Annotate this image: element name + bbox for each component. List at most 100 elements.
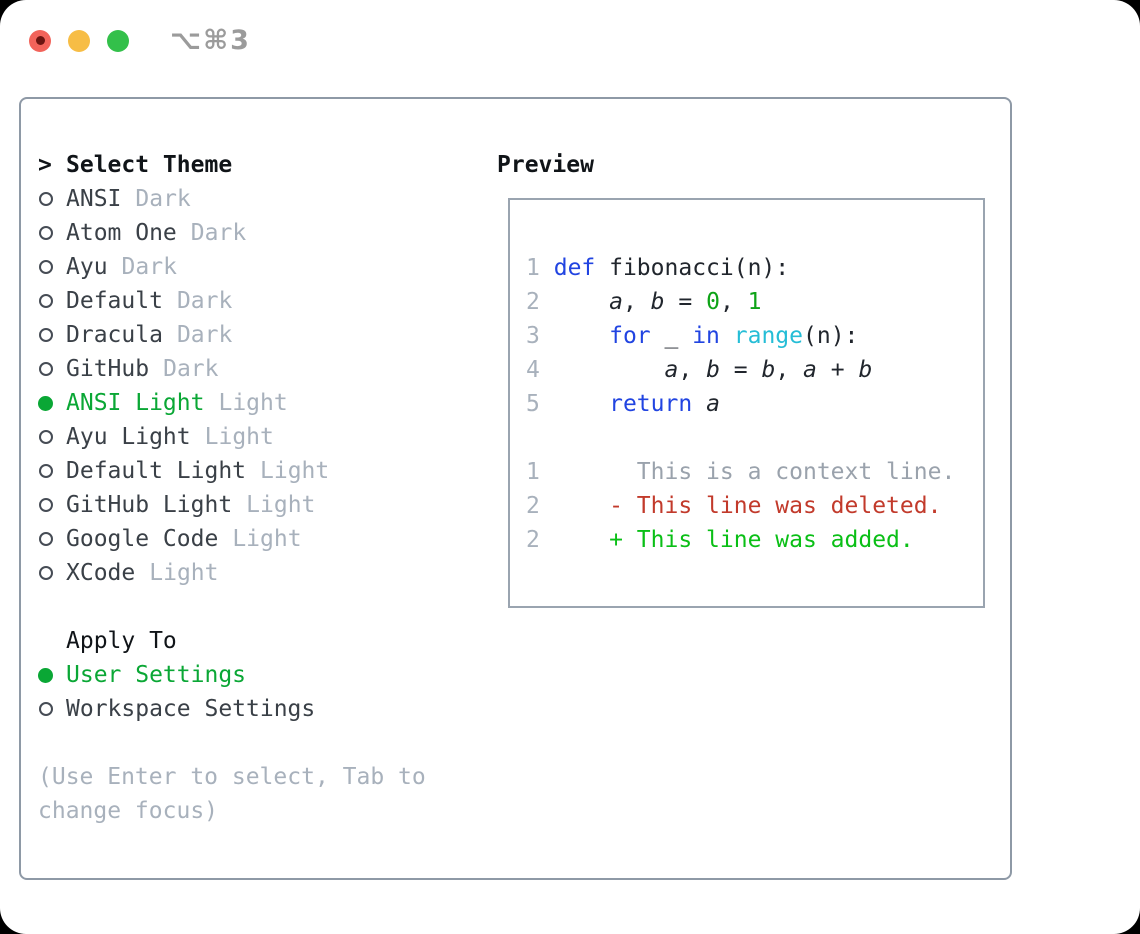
close-button[interactable] bbox=[29, 29, 51, 52]
theme-variant: Dark bbox=[176, 322, 233, 348]
radio-icon[interactable] bbox=[39, 328, 53, 342]
code-token: (n): bbox=[803, 323, 859, 349]
code-token: in bbox=[692, 323, 720, 349]
code-token: fibonacci(n): bbox=[595, 255, 790, 281]
apply-to-label: User Settings bbox=[66, 662, 247, 688]
code-token: = bbox=[664, 289, 707, 315]
line-number: 2 bbox=[526, 527, 540, 553]
record-dot-icon bbox=[35, 36, 45, 45]
code-token: a bbox=[803, 357, 817, 383]
code-token bbox=[720, 323, 734, 349]
code-token bbox=[554, 323, 609, 349]
hint-text: (Use Enter to select, Tab to change focu… bbox=[38, 764, 426, 824]
code-token: range bbox=[733, 323, 804, 349]
code-token: a bbox=[706, 391, 720, 417]
code-token bbox=[692, 391, 706, 417]
code-line: 1 def fibonacci(n): bbox=[526, 251, 983, 285]
theme-name: ANSI Light bbox=[66, 390, 205, 416]
code-token: , bbox=[719, 289, 748, 315]
code-token: b bbox=[858, 357, 873, 383]
theme-item[interactable]: ANSI Light Light bbox=[38, 386, 490, 420]
code-token: + This line was added. bbox=[553, 527, 914, 553]
theme-variant: Dark bbox=[163, 356, 219, 382]
theme-item[interactable]: Ayu Light Light bbox=[38, 420, 490, 454]
theme-variant: Dark bbox=[176, 288, 233, 314]
apply-to-item[interactable]: User Settings bbox=[38, 658, 490, 692]
apply-to-item[interactable]: Workspace Settings bbox=[38, 692, 490, 726]
code-token bbox=[554, 391, 609, 417]
code-token: 1 bbox=[747, 289, 762, 315]
keyboard-shortcut-label: ⌥⌘3 bbox=[170, 25, 251, 56]
line-number: 5 bbox=[526, 391, 540, 417]
line-number: 3 bbox=[526, 323, 540, 349]
code-token: b bbox=[706, 357, 720, 383]
radio-selected-icon[interactable] bbox=[38, 667, 53, 683]
code-token: b bbox=[650, 289, 665, 315]
cursor-icon: > bbox=[38, 152, 52, 178]
code-token: , bbox=[622, 289, 651, 315]
theme-name: GitHub bbox=[66, 356, 150, 382]
code-line bbox=[526, 421, 983, 455]
radio-selected-icon[interactable] bbox=[38, 395, 53, 411]
code-token: a bbox=[664, 357, 679, 383]
radio-icon[interactable] bbox=[39, 226, 53, 240]
radio-icon[interactable] bbox=[39, 566, 53, 580]
theme-name: ANSI bbox=[66, 186, 122, 212]
radio-icon[interactable] bbox=[39, 702, 53, 716]
minimize-button[interactable] bbox=[68, 29, 90, 52]
select-theme-header: > Select Theme bbox=[38, 148, 490, 182]
code-token: for bbox=[609, 323, 651, 349]
code-line: 2 - This line was deleted. bbox=[526, 489, 983, 523]
theme-name: Atom One bbox=[66, 220, 177, 246]
theme-name: Ayu Light bbox=[66, 424, 191, 450]
apply-to-header: Apply To bbox=[38, 624, 490, 658]
radio-icon[interactable] bbox=[39, 260, 53, 274]
radio-icon[interactable] bbox=[39, 430, 53, 444]
apply-to-title: Apply To bbox=[66, 628, 177, 654]
radio-icon[interactable] bbox=[39, 532, 53, 546]
theme-name: Google Code bbox=[66, 526, 219, 552]
line-number: 2 bbox=[526, 289, 540, 315]
theme-variant: Light bbox=[218, 390, 288, 416]
code-token: = bbox=[719, 357, 762, 383]
code-token: , bbox=[775, 357, 804, 383]
zoom-button[interactable] bbox=[107, 29, 129, 52]
radio-icon[interactable] bbox=[39, 498, 53, 512]
radio-icon[interactable] bbox=[39, 192, 53, 206]
code-token: + bbox=[816, 357, 859, 383]
theme-variant: Dark bbox=[121, 254, 177, 280]
radio-icon[interactable] bbox=[39, 294, 53, 308]
code-line: 1 This is a context line. bbox=[526, 455, 983, 489]
code-token: , bbox=[678, 357, 707, 383]
radio-icon[interactable] bbox=[39, 464, 53, 478]
select-theme-title: Select Theme bbox=[66, 152, 233, 178]
line-number: 1 bbox=[526, 459, 540, 485]
radio-icon[interactable] bbox=[39, 362, 53, 376]
theme-name: XCode bbox=[66, 560, 136, 586]
code-token: return bbox=[609, 391, 693, 417]
code-token: def bbox=[553, 255, 596, 281]
code-line: 2 a, b = 0, 1 bbox=[526, 285, 983, 319]
line-number: 2 bbox=[526, 493, 540, 519]
code-line: 3 for _ in range(n): bbox=[526, 319, 983, 353]
theme-name: GitHub Light bbox=[66, 492, 233, 518]
code-line: 2 + This line was added. bbox=[526, 523, 983, 557]
code-line: 4 a, b = b, a + b bbox=[526, 353, 983, 387]
line-number: 4 bbox=[526, 357, 540, 383]
theme-variant: Light bbox=[204, 424, 274, 450]
line-number: 1 bbox=[526, 255, 540, 281]
theme-item[interactable]: GitHub Dark bbox=[38, 352, 490, 386]
